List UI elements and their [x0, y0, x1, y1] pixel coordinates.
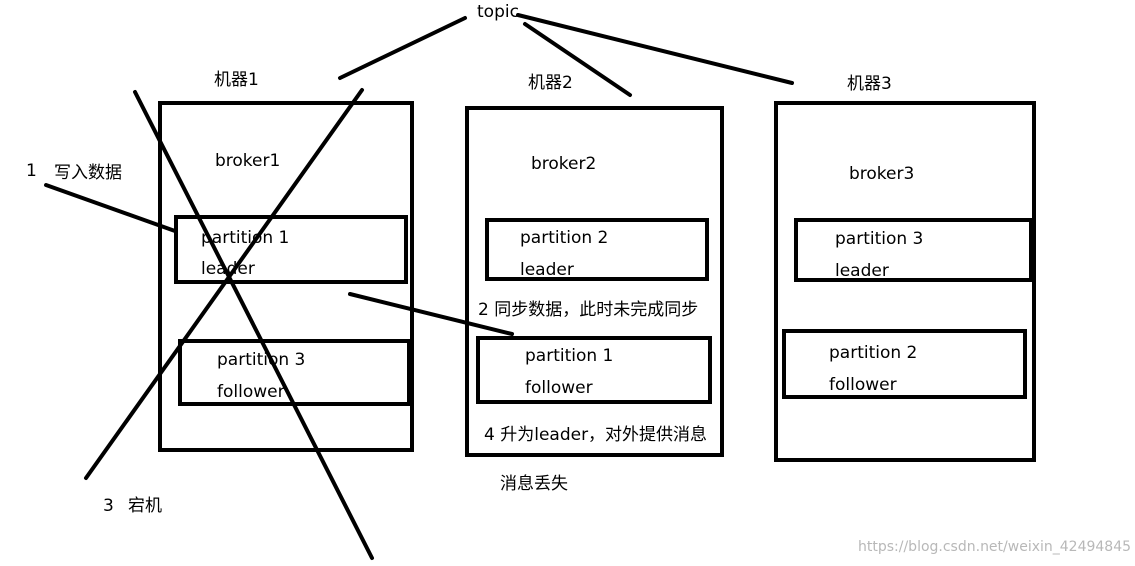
- broker1-partition3-name: partition 3: [217, 350, 306, 370]
- step1-number: 1: [26, 161, 37, 181]
- topic-label: topic: [477, 2, 519, 22]
- step3-number: 3: [103, 496, 114, 516]
- broker3-partition2-role: follower: [829, 375, 897, 395]
- broker1-box: [158, 101, 414, 452]
- step4-text: 4 升为leader，对外提供消息: [484, 425, 708, 445]
- broker3-label: broker3: [849, 164, 915, 184]
- broker2-partition2-box: [485, 218, 709, 281]
- message-lost-label: 消息丢失: [500, 474, 568, 494]
- broker3-partition2-name: partition 2: [829, 343, 918, 363]
- broker2-partition2-name: partition 2: [520, 228, 609, 248]
- broker2-label: broker2: [531, 154, 597, 174]
- broker3-partition3-name: partition 3: [835, 229, 924, 249]
- sync-data-arrow-line: [348, 292, 514, 336]
- broker1-partition1-box: [174, 215, 408, 284]
- machine1-label: 机器1: [214, 70, 259, 90]
- step3-text: 宕机: [128, 496, 162, 516]
- broker3-box: [774, 101, 1036, 462]
- broker3-partition3-box: [794, 218, 1033, 282]
- topic-to-broker2-line: [523, 22, 632, 97]
- broker3-partition3-role: leader: [835, 261, 889, 281]
- topic-to-broker3-line: [516, 13, 794, 85]
- crash-cross-line-1: [133, 90, 374, 560]
- broker2-box: [465, 106, 724, 457]
- watermark-text: https://blog.csdn.net/weixin_42494845: [858, 539, 1132, 555]
- machine2-label: 机器2: [528, 73, 573, 93]
- broker2-partition1-role: follower: [525, 378, 593, 398]
- broker1-partition3-box: [178, 339, 411, 406]
- machine3-label: 机器3: [847, 74, 892, 94]
- broker1-partition3-role: follower: [217, 382, 285, 402]
- broker2-partition1-box: [476, 336, 712, 404]
- broker1-label: broker1: [215, 151, 281, 171]
- broker1-partition1-role: leader: [201, 259, 255, 279]
- step2-text: 2 同步数据，此时未完成同步: [478, 300, 699, 320]
- crash-cross-line-2: [84, 88, 364, 480]
- broker3-partition2-box: [782, 329, 1027, 399]
- broker1-partition1-name: partition 1: [201, 228, 290, 248]
- write-data-arrow-line: [44, 183, 177, 233]
- broker2-partition2-role: leader: [520, 260, 574, 280]
- broker2-partition1-name: partition 1: [525, 346, 614, 366]
- step1-text: 写入数据: [54, 163, 122, 183]
- topic-to-broker1-line: [338, 16, 467, 80]
